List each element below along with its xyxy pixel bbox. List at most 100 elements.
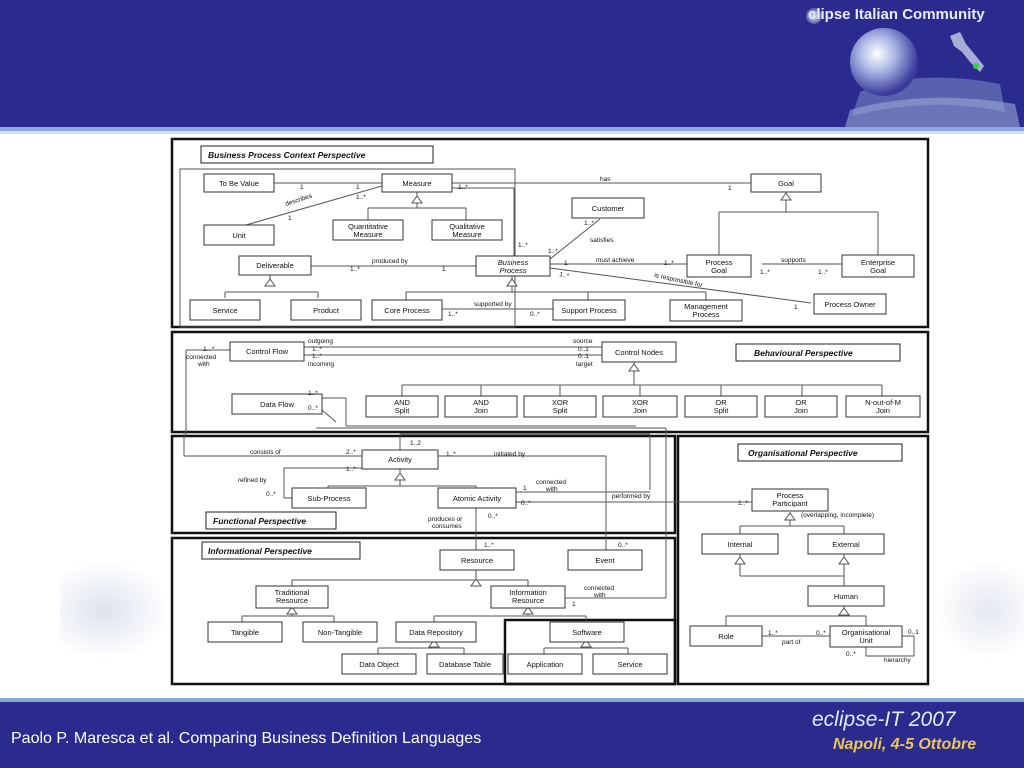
title-box-informational [201,541,361,560]
label-produces-2: consumes [432,523,462,530]
box-core-process-label: Core Process [384,306,430,315]
mult-res: 1..* [484,542,494,549]
gen-triangle-repo [428,639,440,648]
assoc-responsible [549,267,812,304]
mult-atomic-res: 0..* [488,513,498,520]
mult-info: 1 [572,601,576,608]
label-target: target [576,361,593,368]
box-data-flow [231,393,323,415]
mult-cf-out: 1..* [312,346,322,353]
mult-target: 0..1 [578,353,589,360]
box-and-join [444,395,518,418]
box-traditional-label-2: Resource [276,596,308,605]
gen-triangle-external [838,556,850,565]
mult-describes: 1..* [356,194,366,201]
label-outgoing: outgoing [308,338,333,345]
box-n-out-label-1: N-out-of-M [865,398,901,407]
box-pp-label-1: Process [776,491,803,500]
box-database-table-label: Database Table [439,660,491,669]
perspective-behavioural-title: Behavioural Perspective [754,348,853,358]
box-data-repository-label: Data Repository [409,628,463,637]
label-connected-1: connected [186,354,216,361]
gen-triangle-internal [734,556,746,565]
mult-pgoal-egoal: 1..* [760,269,770,276]
box-internal [701,533,779,555]
box-and-join-label-2: Join [474,406,488,415]
box-unit-label: Unit [232,231,246,240]
box-quantitative-measure [332,219,404,241]
mult-cf-in: 1..* [312,353,322,360]
frame-software [503,618,677,686]
gen-triangle-goal [780,192,792,201]
box-org-unit-label-1: Organisational [842,628,891,637]
box-n-out-of-m-join [845,395,921,418]
box-application-label: Application [527,660,564,669]
box-activity-label: Activity [388,455,412,464]
box-business-process-label-2: Process [499,266,526,275]
label-describes: describes [284,192,313,207]
assoc-dataflow-4 [321,409,337,423]
box-sub-process [291,487,367,509]
eclipse-logo [790,0,1024,127]
box-service [189,299,261,321]
box-qualitative-measure [431,219,503,241]
box-or-join-label-2: Join [794,406,808,415]
mult-atomic-perf: 0..* [521,500,531,507]
gen-triangle-control-nodes [628,363,640,372]
box-management-label-1: Management [684,302,729,311]
box-information-label-2: Resource [512,596,544,605]
box-quantitative-label-2: Measure [353,230,382,239]
perspective-business-title: Business Process Context Perspective [208,150,366,160]
box-deliverable-label: Deliverable [256,261,294,270]
box-org-unit-label-2: Unit [859,636,873,645]
footer-author-text: Paolo P. Maresca et al. Comparing Busine… [11,730,482,747]
perspective-functional-title: Functional Perspective [213,516,306,526]
box-data-object [341,653,417,675]
gen-triangle-traditional [286,606,298,615]
box-quantitative-label-1: Quantitative [348,222,388,231]
box-and-split-label-1: AND [394,398,410,407]
label-initiated-by: initiated by [494,451,526,458]
footer-banner [0,702,1024,768]
box-to-be-value [203,173,275,193]
frame-functional [170,434,677,535]
box-control-flow [229,341,305,362]
label-supported-by: supported by [474,301,512,308]
background-glow-left [60,560,170,660]
label-hierarchy: hierarchy [884,657,911,664]
box-product [290,299,362,321]
mult-pgoal-bp: 1..* [664,260,674,267]
box-support-process [552,299,626,321]
mult-act-left: 2..* [346,449,356,456]
mult-pp: 1..* [738,500,748,507]
label-produces-1: produces or [428,516,463,523]
label-incoming: incoming [308,361,334,368]
box-xor-split-label-1: XOR [552,398,569,407]
assoc-describes [245,185,383,226]
box-xor-join [602,395,678,418]
box-xor-join-label-1: XOR [632,398,649,407]
mult-atomic-conn: 1 [523,485,527,492]
box-deliverable [238,255,312,276]
box-and-split [365,395,439,418]
uml-diagram: Business Process Context Perspective Beh… [166,134,936,692]
box-process-goal-label-2: Goal [711,266,727,275]
box-xor-split [523,395,597,418]
label-supports: supports [781,257,807,264]
box-human [807,585,885,607]
box-service-software-label: Service [617,660,642,669]
box-data-repository [395,621,477,643]
box-and-join-label-1: AND [473,398,489,407]
mult-measure: 1 [356,184,360,191]
title-box-organisational [737,443,903,462]
mult-unit: 1 [288,215,292,222]
box-enterprise-goal-label-2: Goal [870,266,886,275]
mult-deliverable: 1..* [350,266,360,273]
gen-triangle-measure [411,195,423,204]
frame-organisational [676,434,930,686]
box-business-process-label-1: Business [498,258,529,267]
mult-ou-left: 0..* [816,630,826,637]
box-measure [381,173,453,193]
header-stripe-light [0,131,1024,134]
mult-customer: 1..* [584,220,594,227]
